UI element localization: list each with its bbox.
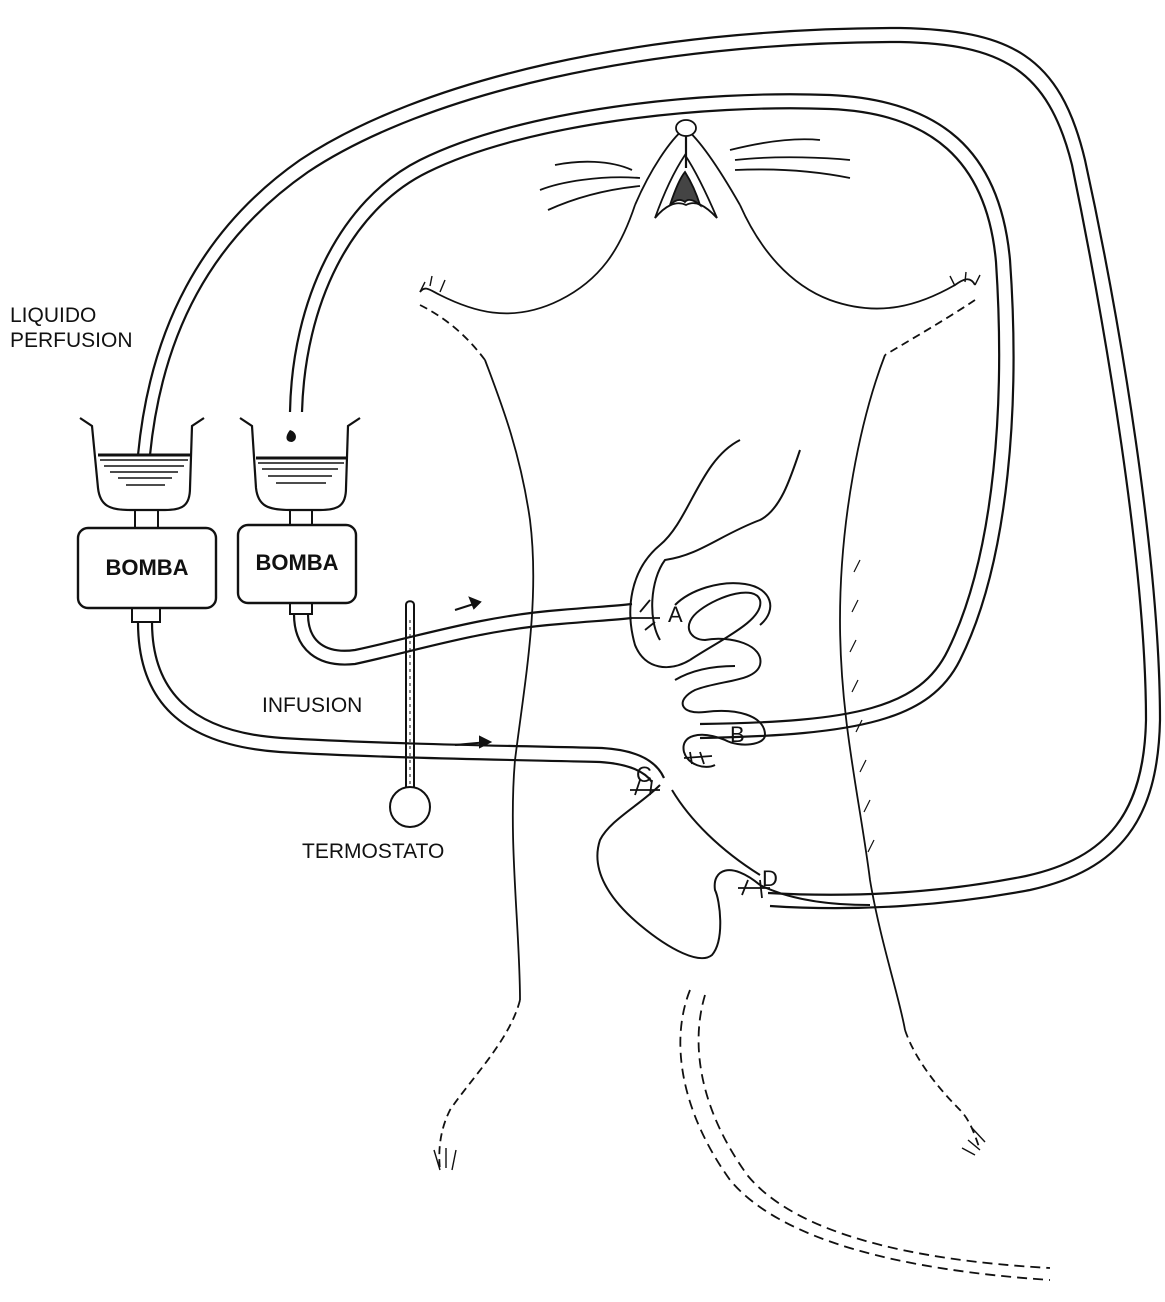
- pump-left-label: BOMBA: [105, 555, 188, 580]
- label-perfusion: PERFUSION: [10, 329, 133, 352]
- thermostat: [390, 601, 430, 827]
- right-beaker: [240, 418, 360, 528]
- pump-right-label: BOMBA: [255, 550, 338, 575]
- pump-left: BOMBA: [78, 528, 216, 622]
- label-point-d: D: [762, 866, 778, 891]
- pump-right: BOMBA: [238, 525, 356, 614]
- rat-body: [420, 120, 1050, 1280]
- label-infusion: INFUSION: [262, 694, 362, 717]
- small-intestine-loops: [675, 583, 770, 767]
- perfusion-tube-to-c: [138, 622, 664, 782]
- stomach: [630, 440, 800, 667]
- label-point-b: B: [730, 722, 745, 747]
- label-liquido: LIQUIDO: [10, 304, 96, 327]
- caecum-and-colon: [597, 785, 870, 958]
- left-beaker: [80, 418, 204, 530]
- label-termostato: TERMOSTATO: [302, 840, 444, 863]
- label-point-c: C: [636, 762, 652, 787]
- infusion-tube-to-a: [294, 604, 632, 665]
- label-point-a: A: [668, 602, 683, 627]
